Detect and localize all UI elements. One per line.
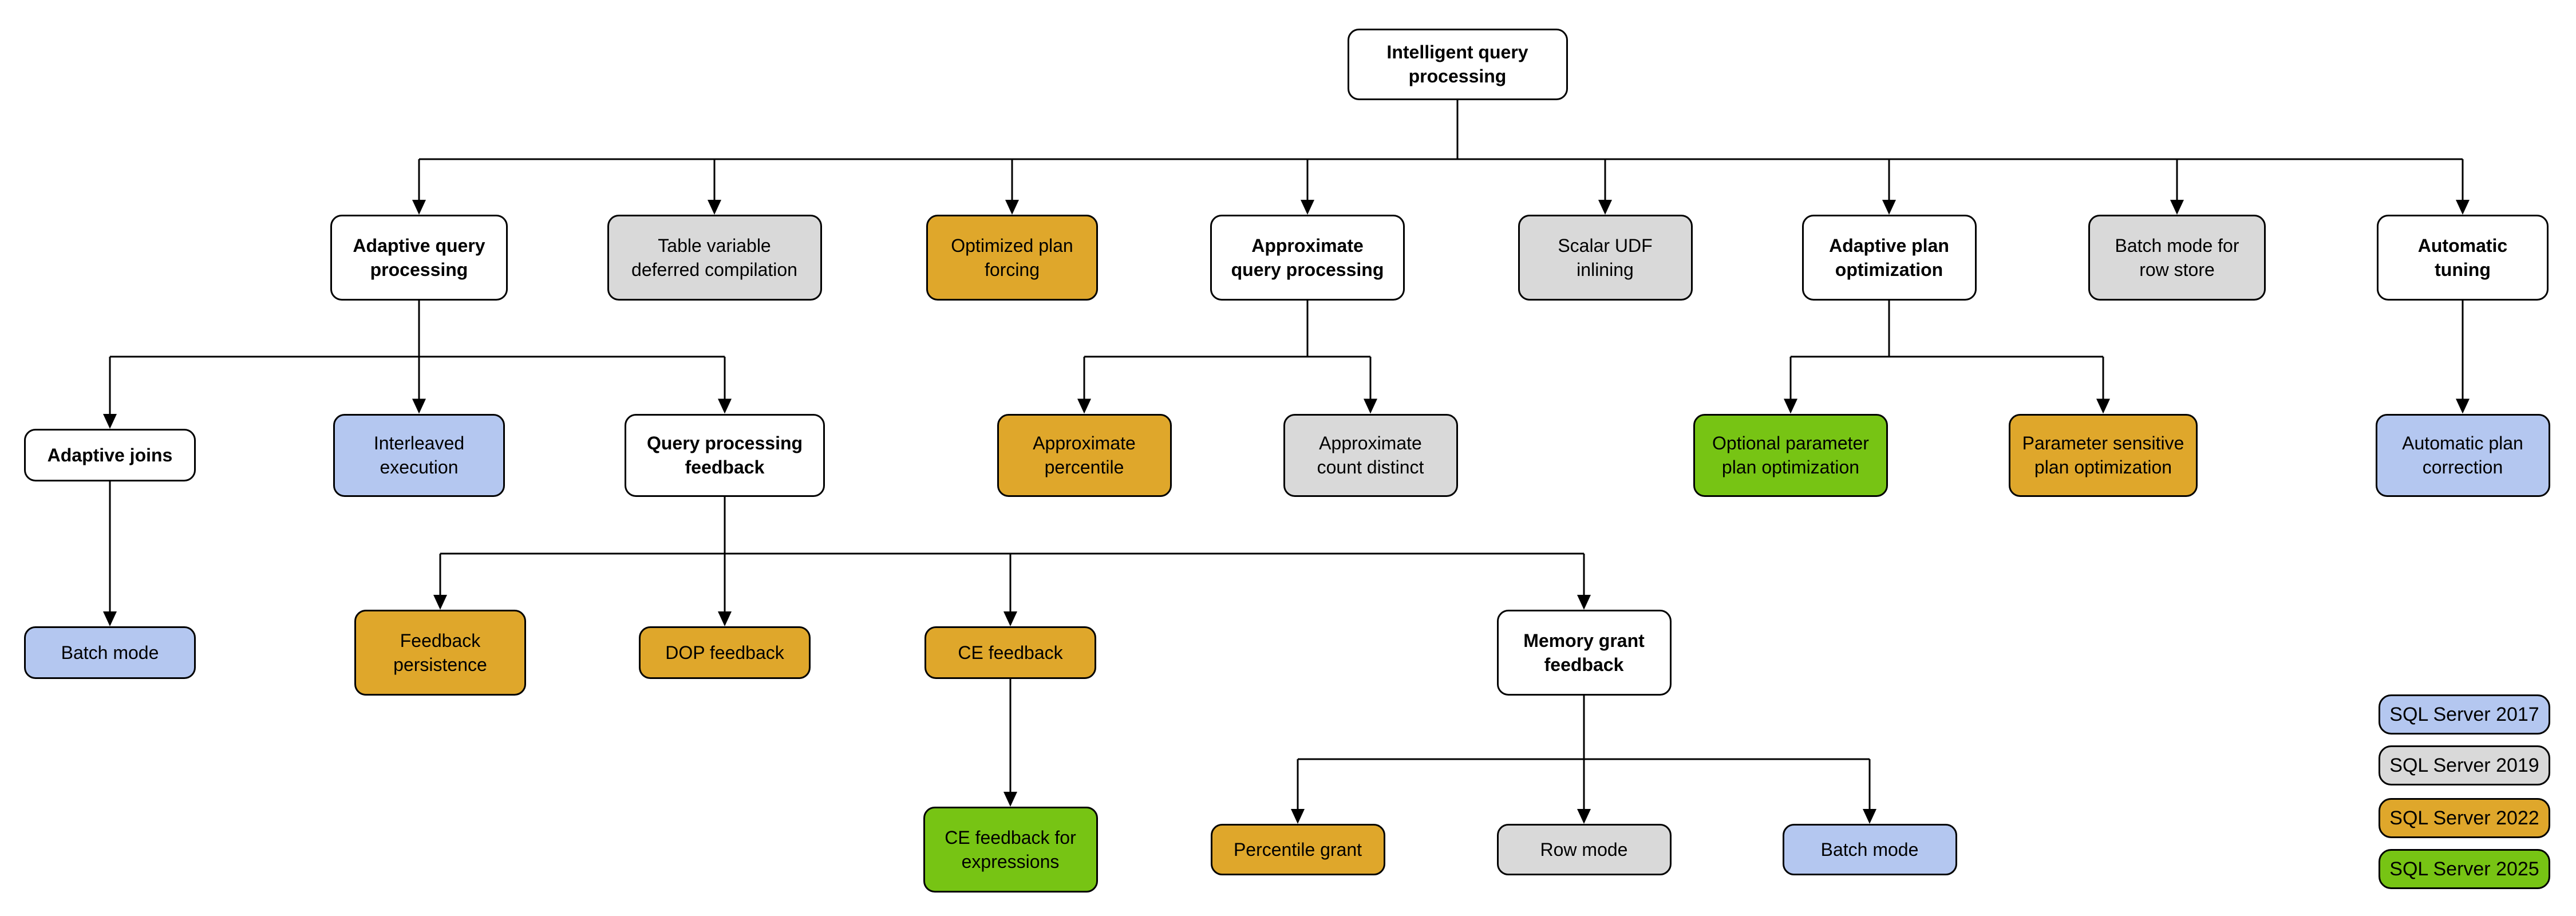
arrowhead	[1577, 809, 1591, 824]
arrowhead	[103, 611, 117, 626]
arrowhead	[1003, 611, 1017, 626]
arrowhead	[1003, 792, 1017, 807]
node-optimized-plan-forcing: Optimized plan forcing	[926, 215, 1098, 301]
arrowhead	[1364, 398, 1377, 414]
arrowhead	[718, 611, 732, 626]
arrowhead	[718, 398, 732, 414]
node-automatic-tuning: Automatic tuning	[2377, 215, 2549, 301]
node-approximate-query-processing: Approximate query processing	[1210, 215, 1405, 301]
node-table-variable-deferred-compilation: Table variable deferred compilation	[607, 215, 822, 301]
arrowhead	[412, 200, 426, 215]
arrowhead	[1863, 809, 1876, 824]
arrowhead	[708, 200, 721, 215]
node-adaptive-joins: Adaptive joins	[24, 429, 196, 481]
arrowhead	[433, 595, 447, 610]
legend-item-sql-server-2025: SQL Server 2025	[2379, 849, 2550, 889]
node-ce-feedback: CE feedback	[924, 626, 1096, 679]
node-parameter-sensitive-plan-optimization: Parameter sensitive plan optimization	[2009, 413, 2198, 497]
arrowhead	[1077, 398, 1091, 414]
edge-from-memory-grant-feedback	[1297, 696, 1871, 812]
edge-from-adaptive-query-processing	[109, 301, 726, 417]
arrowhead	[1291, 809, 1305, 824]
arrowhead	[1784, 398, 1797, 414]
legend-item-sql-server-2022: SQL Server 2022	[2379, 798, 2550, 838]
node-approximate-percentile: Approximate percentile	[997, 413, 1172, 497]
node-batch-mode-memory-grant: Batch mode	[1782, 824, 1957, 875]
node-adaptive-query-processing: Adaptive query processing	[330, 215, 508, 301]
node-percentile-grant: Percentile grant	[1210, 824, 1385, 875]
arrowhead	[1301, 200, 1314, 215]
arrowhead	[2456, 200, 2470, 215]
node-optional-parameter-plan-optimization: Optional parameter plan optimization	[1693, 413, 1888, 497]
legend-item-sql-server-2017: SQL Server 2017	[2379, 694, 2550, 735]
node-batch-mode-row-store: Batch mode for row store	[2088, 215, 2266, 301]
arrowhead	[1598, 200, 1612, 215]
arrowhead	[2170, 200, 2184, 215]
legend-item-sql-server-2019: SQL Server 2019	[2379, 745, 2550, 785]
edge-from-query-processing-feedback	[439, 496, 1585, 615]
node-interleaved-execution: Interleaved execution	[333, 413, 505, 497]
node-ce-feedback-for-expressions: CE feedback for expressions	[923, 807, 1098, 893]
node-dop-feedback: DOP feedback	[639, 626, 811, 679]
node-feedback-persistence: Feedback persistence	[354, 610, 526, 696]
edge-from-intelligent-query-processing	[418, 100, 2464, 203]
arrowhead	[2456, 398, 2470, 414]
arrowhead	[2096, 398, 2110, 414]
node-intelligent-query-processing: Intelligent query processing	[1347, 28, 1568, 100]
arrowhead	[1005, 200, 1019, 215]
node-query-processing-feedback: Query processing feedback	[625, 413, 825, 497]
edge-from-adaptive-plan-optimization	[1789, 301, 2104, 402]
edge-from-approximate-query-processing	[1083, 301, 1372, 402]
node-batch-mode-adaptive-joins: Batch mode	[24, 626, 196, 679]
node-automatic-plan-correction: Automatic plan correction	[2375, 413, 2550, 497]
node-approximate-count-distinct: Approximate count distinct	[1283, 413, 1458, 497]
node-scalar-udf-inlining: Scalar UDF inlining	[1518, 215, 1693, 301]
arrowhead	[1882, 200, 1896, 215]
arrowhead	[412, 398, 426, 414]
arrowhead	[103, 414, 117, 429]
node-row-mode: Row mode	[1496, 824, 1672, 875]
node-adaptive-plan-optimization: Adaptive plan optimization	[1801, 215, 1977, 301]
node-memory-grant-feedback: Memory grant feedback	[1496, 610, 1672, 696]
arrowhead	[1577, 595, 1591, 610]
